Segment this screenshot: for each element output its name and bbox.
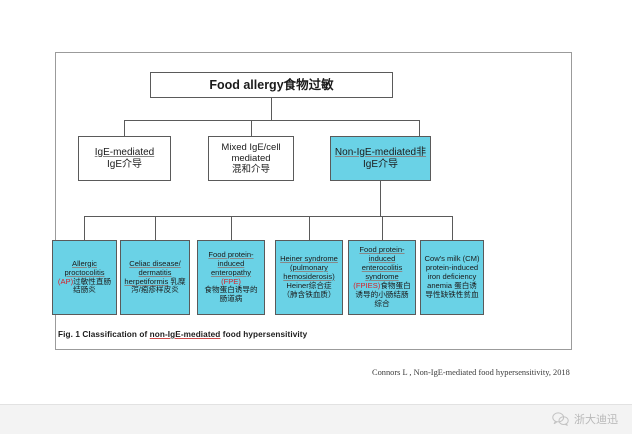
node-heiner-zh: Heiner综合症（肺含铁血质） <box>282 280 336 299</box>
node-allergic-proctocolitis-abbr: (AP) <box>57 276 74 286</box>
node-fpe-text: Food protein-induced enteropathy (FPE) 食… <box>201 249 261 305</box>
connector-tier2-bus <box>124 120 419 121</box>
node-fpe-abbr: (FPE) <box>221 276 241 286</box>
connector-to-ige <box>124 120 125 136</box>
node-cm-anemia-zh: 蛋白诱导性缺铁性贫血 <box>425 280 479 299</box>
node-mixed-zh: 混和介导 <box>231 164 270 176</box>
node-ige-mediated-en: IgE-mediated <box>94 146 155 158</box>
connector-to-leaf-2 <box>155 216 156 240</box>
node-mixed-en1: Mixed IgE/cell <box>221 141 281 153</box>
figure-caption-prefix: Fig. 1 Classification of <box>58 330 150 339</box>
node-heiner-en: Heiner syndrome (pulmonary hemosiderosis… <box>280 254 338 282</box>
wechat-brand[interactable]: 浙大迪迅 <box>552 411 618 427</box>
node-allergic-proctocolitis-zh: 过敏性直肠结肠炎 <box>73 276 112 295</box>
connector-title-down <box>271 98 272 120</box>
connector-to-leaf-4 <box>309 216 310 240</box>
node-cows-milk-anemia: Cow's milk (CM) protein-induced iron def… <box>420 240 484 315</box>
node-fpies-en: Food protein-induced enterocolitis syndr… <box>359 245 405 282</box>
node-mixed-ige-cell-mediated: Mixed IgE/cell mediated 混和介导 <box>208 136 294 181</box>
node-fpies-zh: 食物蛋白诱导的小肠结肠综合 <box>355 280 411 308</box>
connector-to-leaf-3 <box>231 216 232 240</box>
figure-caption-underlined: non-IgE-mediated <box>149 330 221 339</box>
node-non-ige-en: Non-IgE-mediated非 <box>334 146 427 158</box>
node-food-allergy-label: Food allergy食物过敏 <box>209 77 334 92</box>
connector-leaf-bus <box>84 216 452 217</box>
connector-to-leaf-6 <box>452 216 453 240</box>
node-celiac-disease-zh: 乳糜泻/疱疹样皮炎 <box>131 276 186 295</box>
node-food-protein-induced-enteropathy: Food protein-induced enteropathy (FPE) 食… <box>197 240 265 315</box>
node-fpies-text: Food protein-induced enterocolitis syndr… <box>352 245 412 309</box>
figure-caption: Fig. 1 Classification of non-IgE-mediate… <box>58 330 307 339</box>
node-celiac-disease-text: Celiac disease/ dermatitis herpetiformis… <box>124 258 186 296</box>
node-food-allergy: Food allergy食物过敏 <box>150 72 393 98</box>
node-cm-anemia-en: Cow's milk (CM) protein-induced iron def… <box>424 254 480 290</box>
node-cm-anemia-text: Cow's milk (CM) protein-induced iron def… <box>424 254 480 300</box>
node-mixed-en2: mediated <box>231 152 271 164</box>
node-ige-mediated: IgE-mediated IgE介导 <box>78 136 171 181</box>
node-ige-mediated-zh: IgE介导 <box>106 158 142 170</box>
connector-to-leaf-1 <box>84 216 85 240</box>
node-fpe-zh: 食物蛋白诱导的肠道病 <box>204 285 258 304</box>
bottom-bar: 浙大迪迅 <box>0 404 632 434</box>
connector-to-leaf-5 <box>382 216 383 240</box>
node-allergic-proctocolitis-en: Allergic proctocolitis <box>64 258 105 277</box>
wechat-icon <box>552 412 569 426</box>
node-fpies: Food protein-induced enterocolitis syndr… <box>348 240 416 315</box>
node-non-ige-zh: IgE介导 <box>362 158 398 170</box>
node-celiac-disease: Celiac disease/ dermatitis herpetiformis… <box>120 240 190 315</box>
node-ige-mediated-text: IgE-mediated IgE介导 <box>82 147 167 171</box>
connector-nonige-down <box>380 181 381 216</box>
node-allergic-proctocolitis: Allergic proctocolitis (AP)过敏性直肠结肠炎 <box>52 240 117 315</box>
node-heiner-syndrome: Heiner syndrome (pulmonary hemosiderosis… <box>275 240 343 315</box>
node-non-ige-mediated: Non-IgE-mediated非 IgE介导 <box>330 136 431 181</box>
figure-caption-suffix: food hypersensitivity <box>220 330 308 339</box>
citation-text: Connors L , Non-IgE-mediated food hypers… <box>372 368 570 377</box>
wechat-brand-label: 浙大迪迅 <box>574 414 618 426</box>
node-allergic-proctocolitis-text: Allergic proctocolitis (AP)过敏性直肠结肠炎 <box>56 258 113 296</box>
node-mixed-text: Mixed IgE/cell mediated 混和介导 <box>212 142 290 176</box>
node-fpe-en: Food protein-induced enteropathy <box>208 249 254 277</box>
node-heiner-text: Heiner syndrome (pulmonary hemosiderosis… <box>279 254 339 300</box>
connector-to-mixed <box>251 120 252 136</box>
node-non-ige-text: Non-IgE-mediated非 IgE介导 <box>334 147 427 171</box>
node-celiac-disease-en: Celiac disease/ dermatitis herpetiformis <box>124 258 181 286</box>
connector-to-nonige <box>419 120 420 136</box>
node-fpies-abbr: (FPIES) <box>353 280 381 290</box>
